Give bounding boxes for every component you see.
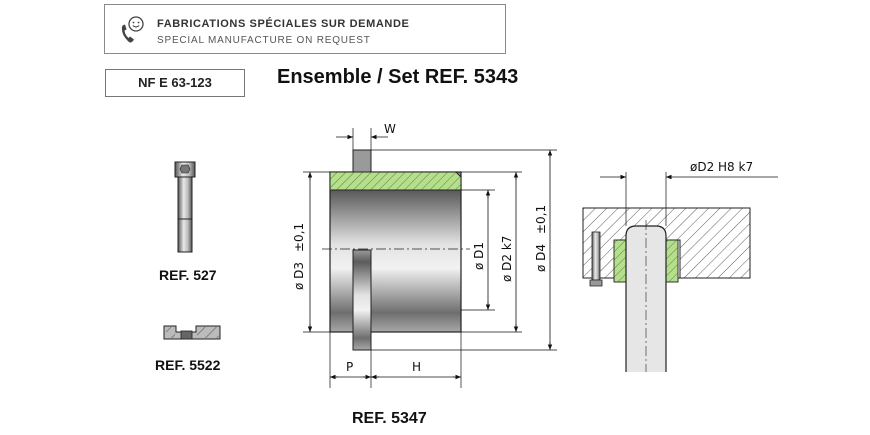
dim-d4-label: ø D4	[534, 244, 548, 272]
dim-d3-tolerance: ±0,1	[292, 223, 306, 252]
banner-line-en: SPECIAL MANUFACTURE ON REQUEST	[157, 35, 371, 46]
special-manufacture-banner: FABRICATIONS SPÉCIALES SUR DEMANDE SPECI…	[104, 4, 506, 54]
ref-clamp-label: REF. 5522	[155, 357, 221, 373]
ref-screw-label: REF. 527	[159, 267, 217, 283]
bushing-dimensions: W ø D3 ±0,1 ø D1 ø D2 k7 ø D4 ±0,1	[292, 122, 557, 388]
banner-line-fr: FABRICATIONS SPÉCIALES SUR DEMANDE	[157, 18, 410, 30]
dim-d3-label: ø D3	[292, 262, 306, 290]
clamp-part	[163, 325, 221, 340]
phone-smile-icon	[121, 16, 144, 43]
screw-part	[174, 161, 196, 253]
ref-bushing-label: REF. 5347	[352, 410, 427, 427]
dim-h-label: H	[412, 360, 421, 374]
set-title: Ensemble / Set REF. 5343	[277, 66, 519, 88]
dim-d2-fit-label: øD2 H8 k7	[690, 160, 753, 174]
dim-w-label: W	[384, 122, 396, 136]
dim-d1-label: ø D1	[472, 242, 486, 270]
dim-p-label: P	[346, 360, 353, 374]
assembly-section: øD2 H8 k7	[582, 160, 778, 372]
dim-d4-tolerance: ±0,1	[534, 205, 548, 234]
bushing-part	[322, 149, 470, 351]
norm-badge: NF E 63-123	[105, 69, 245, 97]
dim-d2-label: ø D2 k7	[500, 236, 514, 282]
